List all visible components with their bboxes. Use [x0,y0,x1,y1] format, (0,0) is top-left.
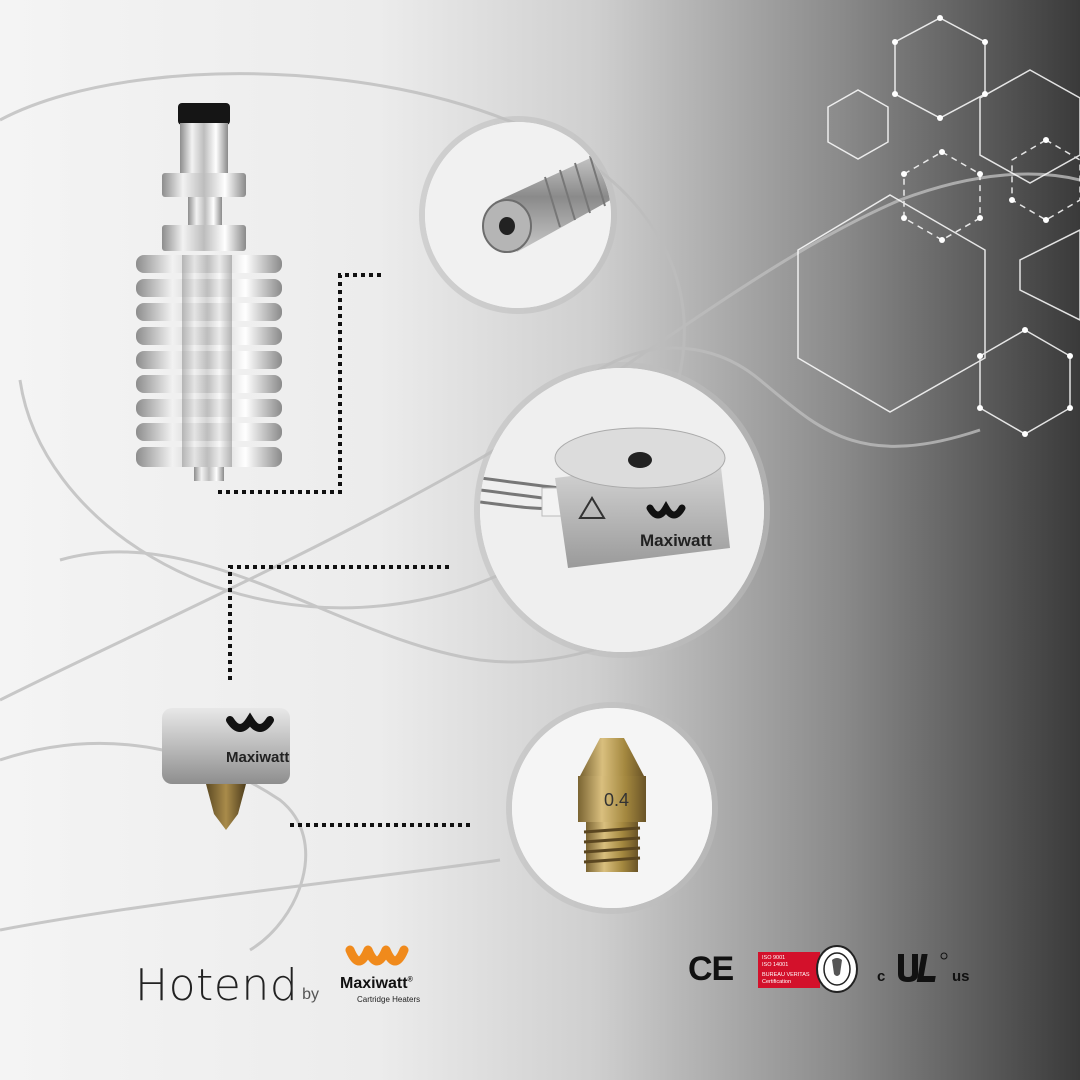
warning-triangle-icon [578,496,606,519]
pneumatic-fitting-cap [178,103,230,125]
brass-nozzle [206,784,246,830]
nozzle-size-marking: 0.4 [604,790,629,810]
ul-us-mark: us [952,968,970,985]
by-label: by [302,986,320,1003]
heater-block-engraving: Maxiwatt [226,749,289,766]
heatbreak-tube-closeup [425,122,611,308]
bv-line-3: BUREAU VERITAS [762,972,810,978]
company-tagline: Cartridge Heaters [357,995,421,1004]
detail-heater-block-circle: Maxiwatt [480,368,764,652]
ul-recognized-icon [898,952,948,982]
hexagon-dots [892,15,1073,437]
bv-line-2: ISO 14001 [762,962,789,968]
heater-block-closeup-engraving: Maxiwatt [640,531,712,550]
heatsink-assembly [136,103,282,481]
pneumatic-fitting [180,123,228,173]
product-name: Hotend [135,960,299,1011]
heater-block-closeup: Maxiwatt [480,368,764,652]
bv-line-1: ISO 9001 [762,955,786,961]
maxiwatt-wordmark: Maxiwatt® [340,975,413,993]
bureau-veritas-badge: ISO 9001 ISO 14001 BUREAU VERITAS Certif… [758,952,820,988]
registered-mark: ® [407,976,413,984]
detail-heatbreak-circle [425,122,611,308]
bv-line-4: Certification [762,979,792,985]
detail-nozzle-circle: 0.4 [512,708,712,908]
ul-canada-mark: c [877,968,886,985]
nozzle-closeup: 0.4 [512,708,712,908]
company-name: Maxiwatt [340,975,408,992]
ce-mark: CE [688,950,734,988]
bureau-veritas-seal-icon [816,945,858,993]
product-title: Hotend by [135,948,319,1008]
maxiwatt-logo-icon [345,945,409,966]
heater-block-assembly: Maxiwatt [162,708,290,830]
